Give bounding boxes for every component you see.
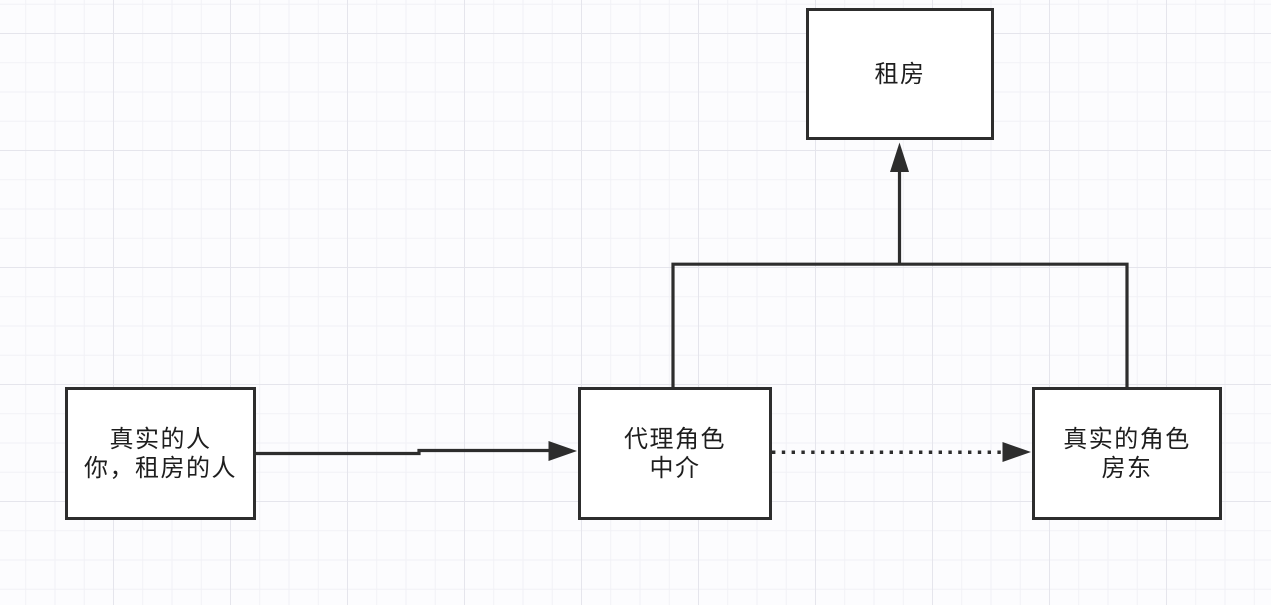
arrowhead-up-icon — [890, 142, 909, 172]
edge-proxy-to-real-role[interactable] — [772, 442, 1031, 462]
arrowhead-right-icon — [548, 441, 577, 461]
edge-roles-to-rent[interactable] — [671, 142, 1129, 388]
node-real-person-label-line1: 真实的人 — [109, 425, 212, 453]
node-rent[interactable]: 租房 — [806, 8, 994, 140]
node-real-person[interactable]: 真实的人 你，租房的人 — [65, 387, 256, 520]
node-proxy-role-label-line1: 代理角色 — [624, 425, 726, 453]
edge-real-person-to-proxy[interactable] — [256, 441, 577, 461]
node-real-person-label-line2: 你，租房的人 — [84, 454, 237, 482]
node-rent-label: 租房 — [874, 60, 926, 88]
node-real-role-label-line1: 真实的角色 — [1063, 425, 1191, 453]
node-proxy-role[interactable]: 代理角色 中介 — [578, 387, 772, 520]
node-real-role[interactable]: 真实的角色 房东 — [1032, 387, 1222, 520]
arrowhead-right-icon — [1002, 442, 1031, 462]
node-real-role-label-line2: 房东 — [1101, 454, 1153, 482]
node-proxy-role-label-line2: 中介 — [649, 454, 701, 482]
